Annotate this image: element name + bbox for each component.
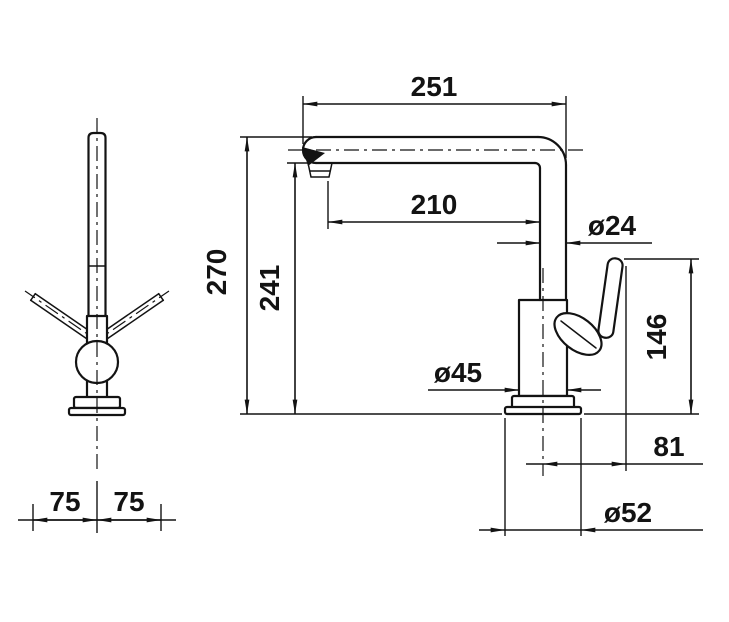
- dim-146-label: 146: [641, 314, 672, 361]
- dim-146: 146: [584, 258, 699, 415]
- flow-direction-marker: [302, 147, 325, 166]
- dim-251-label: 251: [411, 71, 458, 102]
- dim-210-label: 210: [411, 189, 458, 220]
- dim-diameter52-label: ø52: [604, 497, 652, 528]
- dim-81-label: 81: [653, 431, 684, 462]
- side-view: [288, 135, 624, 476]
- dim-81: 81: [526, 266, 703, 471]
- dim-75-right-label: 75: [113, 486, 144, 517]
- dim-270-label: 270: [201, 249, 232, 296]
- front-view: [24, 118, 170, 474]
- dim-diameter24-label: ø24: [588, 210, 637, 241]
- handle-arm-right-inner: [98, 299, 165, 346]
- dim-210: 210: [327, 181, 541, 229]
- dim-diameter-45: ø45: [428, 357, 601, 393]
- dim-241-label: 241: [254, 265, 285, 312]
- dim-75-75: 75 75: [18, 481, 176, 533]
- handle-arm-left-inner: [29, 299, 96, 346]
- aerator: [307, 162, 333, 178]
- dim-241: 241: [254, 162, 310, 415]
- dim-diameter-52: ø52: [479, 418, 703, 536]
- dim-251: 251: [302, 71, 567, 158]
- handle-boss-axis: [560, 320, 597, 349]
- dim-270: 270: [201, 136, 502, 415]
- dim-diameter-24: ø24: [497, 210, 652, 246]
- dimension-annotations: 251 210 270 241 ø24 146: [18, 71, 703, 536]
- dim-diameter45-label: ø45: [434, 357, 482, 388]
- spout-outer-bend: [536, 135, 568, 167]
- handle-lever: [597, 257, 624, 339]
- dim-75-left-label: 75: [49, 486, 80, 517]
